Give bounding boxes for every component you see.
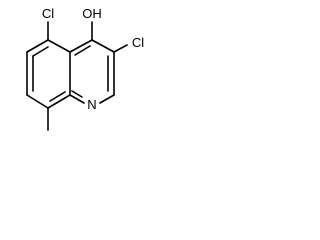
atom-label-oh4: OH	[82, 6, 102, 21]
bond-c5-c6	[26, 39, 49, 53]
bond-c7-c8	[26, 94, 49, 109]
bond-c4a-c5	[47, 39, 71, 53]
bond-c4-c4a-inner	[74, 45, 91, 56]
atom-label-cl3: Cl	[132, 35, 144, 50]
molecule-structure: Cl OH Cl N	[26, 6, 144, 131]
atom-label-cl5: Cl	[42, 6, 54, 21]
bond-c8-c8a-inner	[49, 91, 66, 102]
bond-c4a-c4	[69, 39, 93, 53]
bond-c4-c3	[91, 39, 115, 53]
bond-n1-c8a	[69, 94, 85, 104]
bond-c5-c6-inner	[32, 46, 49, 57]
bond-c3-cl	[113, 44, 128, 53]
bond-lines	[26, 21, 128, 131]
atom-labels: Cl OH Cl N	[42, 6, 144, 112]
bond-c2-n1	[99, 94, 115, 104]
bond-n1-c8a-inner	[71, 90, 83, 98]
atom-label-n1: N	[87, 97, 96, 112]
bond-c8-c8a	[47, 94, 71, 109]
